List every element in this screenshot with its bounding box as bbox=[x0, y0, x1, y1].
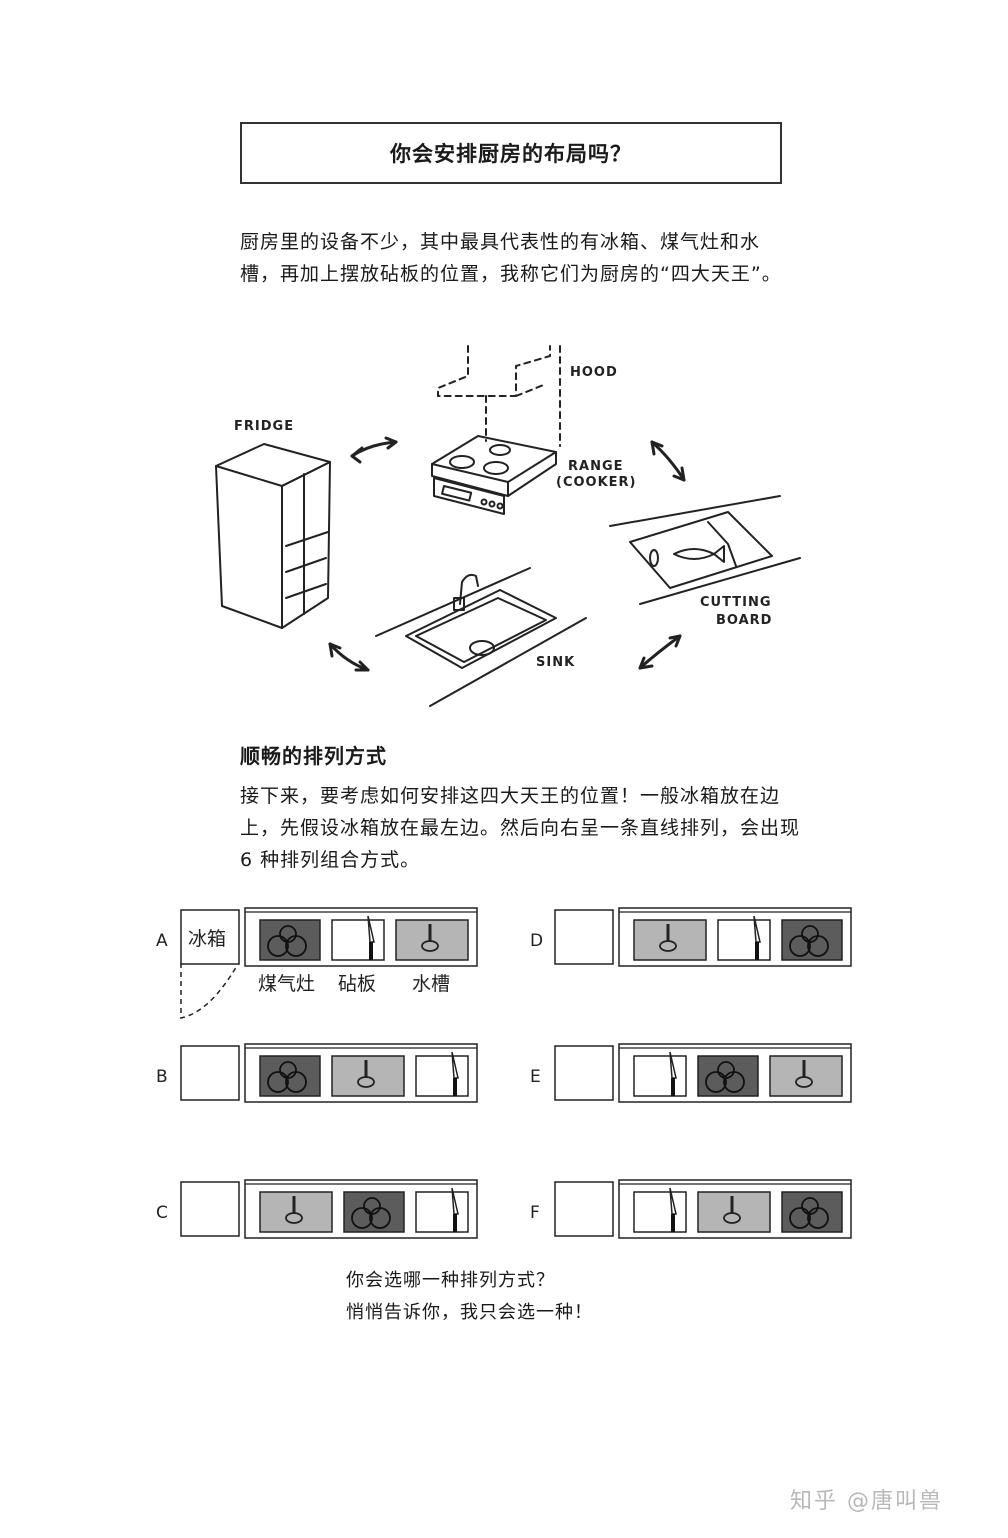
burner-icon bbox=[717, 1061, 735, 1079]
layout-letter: F bbox=[530, 1203, 540, 1223]
watermark: 知乎 @唐叫兽 bbox=[790, 1489, 943, 1514]
arrow-board-sink bbox=[638, 634, 682, 670]
section-body: 接下来，要考虑如何安排这四大天王的位置！一般冰箱放在边上，先假设冰箱放在最左边。… bbox=[240, 785, 801, 871]
closing-line-2: 悄悄告诉你，我只会选一种！ bbox=[346, 1302, 593, 1323]
range-drawing bbox=[431, 435, 557, 515]
knife-handle bbox=[671, 1214, 675, 1232]
drain-icon bbox=[357, 1076, 375, 1088]
arrow-fridge-range bbox=[350, 436, 398, 464]
board-unit bbox=[415, 1191, 469, 1233]
layout-c: C bbox=[156, 1179, 478, 1239]
layout-d: D bbox=[530, 907, 852, 967]
layout-a: A bbox=[156, 907, 478, 967]
knife-handle bbox=[671, 1078, 675, 1096]
cutting-board-drawing bbox=[609, 495, 801, 605]
arrow-sink-fridge bbox=[328, 642, 370, 672]
fridge-door-swing bbox=[180, 963, 239, 1019]
burner-icon bbox=[789, 935, 811, 957]
legend-board: 砧板 bbox=[338, 973, 376, 995]
layout-letter: B bbox=[156, 1067, 168, 1087]
fridge-box bbox=[554, 1181, 614, 1237]
title-box: 你会安排厨房的布局吗？ bbox=[240, 122, 782, 184]
board-unit bbox=[717, 919, 771, 961]
intro-paragraph: 厨房里的设备不少，其中最具代表性的有冰箱、煤气灶和水槽，再加上摆放砧板的位置，我… bbox=[240, 231, 782, 285]
sink-unit bbox=[331, 1055, 405, 1097]
kitchen-illustration: HOOD FRIDGE RANGE (COOKER) CUTTING BOARD… bbox=[215, 345, 801, 707]
fridge-box bbox=[554, 1045, 614, 1101]
knife-handle bbox=[453, 1214, 457, 1232]
board-label: BOARD bbox=[716, 613, 772, 628]
sink-unit bbox=[633, 919, 707, 961]
fridge-drawing bbox=[215, 443, 331, 629]
sink-unit bbox=[697, 1191, 771, 1233]
legend-fridge: 冰箱 bbox=[188, 928, 226, 950]
drain-icon bbox=[285, 1212, 303, 1224]
layout-diagram: A B C D E F 冰箱 煤气灶 砧板 水槽 bbox=[156, 907, 852, 1239]
burner-icon bbox=[705, 1071, 727, 1093]
burner-icon bbox=[279, 925, 297, 943]
layout-letter: E bbox=[530, 1067, 541, 1087]
knife-handle bbox=[453, 1078, 457, 1096]
sink-unit bbox=[395, 919, 469, 961]
knife-handle bbox=[369, 942, 373, 960]
burner-icon bbox=[789, 1207, 811, 1229]
layouts-group: A B C D E F bbox=[156, 907, 852, 1239]
hood-drawing bbox=[437, 345, 561, 447]
burner-icon bbox=[351, 1207, 373, 1229]
section-heading: 顺畅的排列方式 bbox=[240, 744, 387, 768]
closing-text: 你会选哪一种排列方式？ 悄悄告诉你，我只会选一种！ bbox=[346, 1265, 593, 1329]
drain-icon bbox=[421, 940, 439, 952]
layout-letter: A bbox=[156, 931, 168, 951]
closing-line-1: 你会选哪一种排列方式？ bbox=[346, 1270, 555, 1291]
sink-label: SINK bbox=[536, 655, 575, 670]
fridge-box bbox=[180, 909, 240, 965]
board-unit bbox=[633, 1055, 687, 1097]
board-unit bbox=[331, 919, 385, 961]
burner-icon bbox=[279, 1061, 297, 1079]
layout-letter: C bbox=[156, 1203, 168, 1223]
arrow-range-board bbox=[650, 440, 686, 482]
range-sublabel: (COOKER) bbox=[556, 475, 637, 490]
layout-e: E bbox=[530, 1043, 852, 1103]
drain-icon bbox=[659, 940, 677, 952]
sink-drawing bbox=[375, 567, 587, 707]
drain-icon bbox=[795, 1076, 813, 1088]
cutting-label: CUTTING bbox=[700, 595, 772, 610]
burner-icon bbox=[363, 1197, 381, 1215]
knife-handle bbox=[755, 942, 759, 960]
layout-f: F bbox=[530, 1179, 852, 1239]
burner-icon bbox=[267, 935, 289, 957]
layout-b: B bbox=[156, 1043, 478, 1103]
legend-sink: 水槽 bbox=[412, 973, 450, 995]
sink-unit bbox=[259, 1191, 333, 1233]
layout-letter: D bbox=[530, 931, 543, 951]
burner-icon bbox=[267, 1071, 289, 1093]
burner-icon bbox=[801, 925, 819, 943]
drain-icon bbox=[723, 1212, 741, 1224]
fridge-box bbox=[554, 909, 614, 965]
board-unit bbox=[633, 1191, 687, 1233]
legend-range: 煤气灶 bbox=[258, 973, 315, 995]
page-title: 你会安排厨房的布局吗？ bbox=[390, 142, 632, 166]
fridge-label: FRIDGE bbox=[234, 419, 294, 434]
fridge-box bbox=[180, 1045, 240, 1101]
sink-unit bbox=[769, 1055, 843, 1097]
range-label: RANGE bbox=[568, 459, 624, 474]
board-unit bbox=[415, 1055, 469, 1097]
hood-label: HOOD bbox=[570, 365, 618, 380]
burner-icon bbox=[801, 1197, 819, 1215]
fridge-box bbox=[180, 1181, 240, 1237]
